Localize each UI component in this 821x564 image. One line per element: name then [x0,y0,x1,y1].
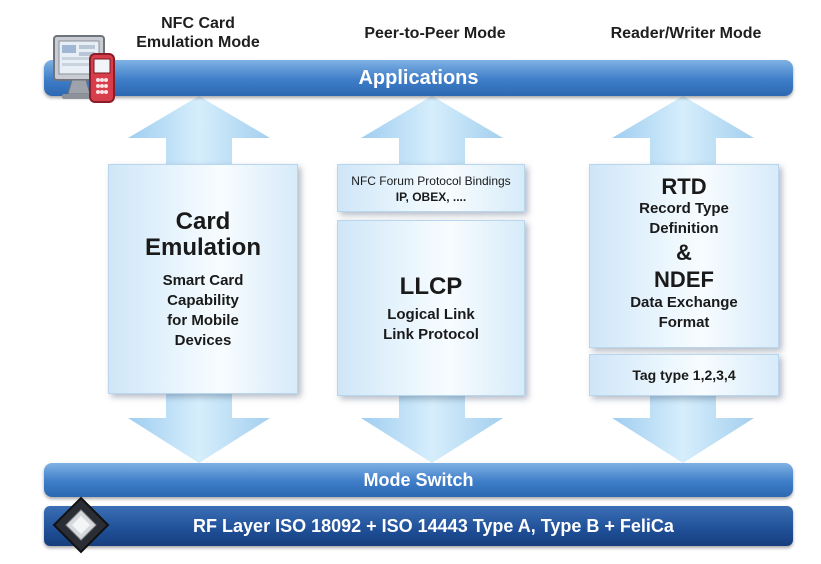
ndef-desc-2: Format [658,314,710,331]
card-emulation-title-2: Emulation [144,234,261,261]
rtd-title: RTD [661,174,707,199]
rtd-ndef-box: RTD Record Type Definition & NDEF Data E… [589,164,779,348]
down-arrow-card [128,390,270,463]
ndef-desc-1: Data Exchange [630,294,738,311]
up-arrow-card [128,96,270,170]
mode-switch-bar: Mode Switch [44,463,793,497]
up-arrow-p2p [361,96,503,170]
llcp-title: LLCP [399,273,463,300]
card-emulation-desc-1: Smart Card [162,272,244,289]
rtd-desc-2: Definition [649,220,719,237]
llcp-desc-2: Link Protocol [383,326,479,343]
ndef-title: NDEF [654,267,714,292]
down-arrow-p2p [361,390,503,463]
rf-layer-bar: RF Layer ISO 18092 + ISO 14443 Type A, T… [44,506,793,546]
up-arrow-rw [612,96,754,170]
mode-switch-label: Mode Switch [363,470,474,490]
llcp-desc-1: Logical Link [387,306,475,323]
rf-layer-label: RF Layer ISO 18092 + ISO 14443 Type A, T… [193,516,674,536]
ampersand: & [676,240,692,265]
header-reader-writer: Reader/Writer Mode [610,25,762,42]
chip-icon [52,496,110,554]
applications-bar: Applications [44,60,793,96]
down-arrow-rw [612,390,754,463]
card-emulation-desc-2: Capability [167,292,239,309]
devices-icon [52,32,124,112]
protocol-bindings-list: IP, OBEX, .... [395,190,467,204]
card-emulation-desc-3: for Mobile [167,312,239,329]
applications-label: Applications [358,67,479,89]
protocol-bindings-title: NFC Forum Protocol Bindings [351,174,511,188]
tag-types-box: Tag type 1,2,3,4 [589,354,779,396]
header-card-emulation: NFC Card Emulation Mode [136,15,260,51]
llcp-box: LLCP Logical Link Link Protocol [337,220,525,396]
tag-types-label: Tag type 1,2,3,4 [632,367,736,383]
card-emulation-title-1: Card [175,208,231,235]
card-emulation-desc-4: Devices [174,332,232,349]
protocol-bindings-box: NFC Forum Protocol Bindings IP, OBEX, ..… [337,164,525,212]
header-peer-to-peer: Peer-to-Peer Mode [364,25,506,42]
rtd-desc-1: Record Type [639,200,729,217]
card-emulation-box: Card Emulation Smart Card Capability for… [108,164,298,394]
